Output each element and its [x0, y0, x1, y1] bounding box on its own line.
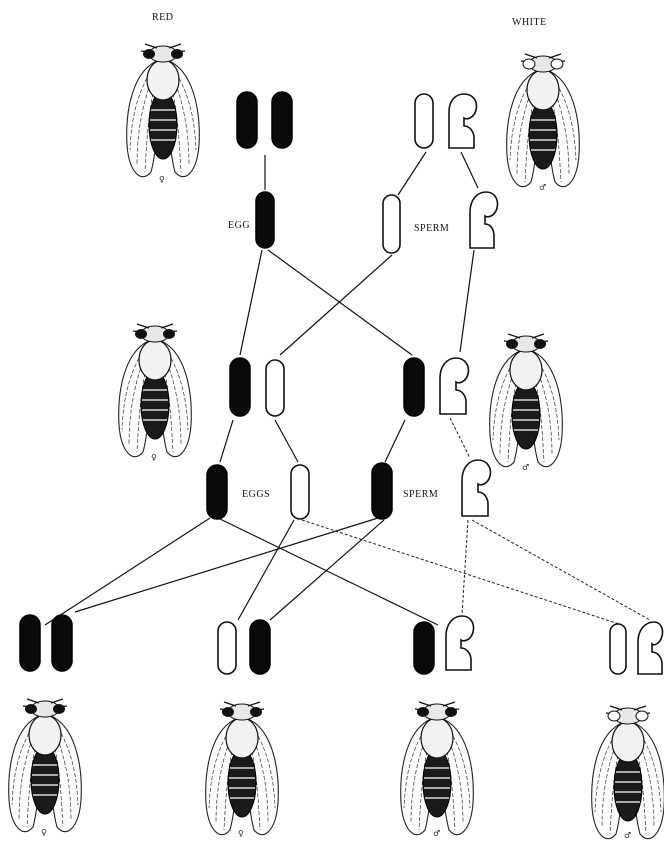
egg-chromosome — [255, 191, 275, 249]
sex-mark: ♂ — [433, 829, 440, 838]
sperm-label-top: SPERM — [414, 223, 449, 234]
fly-f2-1: ♀ — [8, 698, 82, 837]
fly-p-white-male: ♂ — [506, 53, 580, 192]
cross-lines — [44, 151, 651, 626]
sperm-y-chromosome — [469, 191, 499, 249]
fly-f1-male: ♂ — [489, 333, 563, 472]
chromosomes-f1-female — [229, 357, 285, 417]
chromosomes-f2-3 — [413, 615, 475, 675]
sex-mark: ♂ — [522, 463, 529, 472]
fly-f2-3: ♂ — [400, 701, 474, 838]
chromosomes-f2-1 — [19, 614, 73, 672]
sex-mark: ♀ — [151, 453, 157, 462]
sex-mark: ♀ — [238, 829, 244, 838]
sex-mark: ♂ — [539, 183, 546, 192]
sex-mark: ♀ — [159, 175, 165, 184]
sex-mark: ♂ — [624, 831, 631, 840]
red-label: RED — [152, 12, 174, 23]
eggs-label: EGGS — [242, 489, 270, 500]
eggs-x-open — [290, 464, 310, 520]
chromosomes-p-male — [414, 93, 478, 149]
sperm-x-filled — [371, 462, 393, 520]
chromosomes-f1-male — [403, 357, 470, 417]
eggs-x-filled — [206, 464, 228, 520]
egg-label: EGG — [228, 220, 250, 231]
chromosomes-f2-4 — [609, 621, 664, 675]
sperm-y-mid — [461, 459, 492, 517]
fly-p-red-female: ♀ — [126, 43, 200, 184]
chromosomes-f2-2 — [217, 619, 271, 675]
chromosomes-p-female — [236, 91, 293, 149]
sperm-label-mid: SPERM — [403, 489, 438, 500]
white-label: WHITE — [512, 17, 547, 28]
fly-f2-2: ♀ — [205, 701, 279, 838]
fly-f1-female: ♀ — [118, 323, 192, 462]
fly-f2-4: ♂ — [591, 705, 664, 840]
sex-mark: ♀ — [41, 828, 47, 837]
sperm-x-chromosome — [382, 194, 401, 254]
